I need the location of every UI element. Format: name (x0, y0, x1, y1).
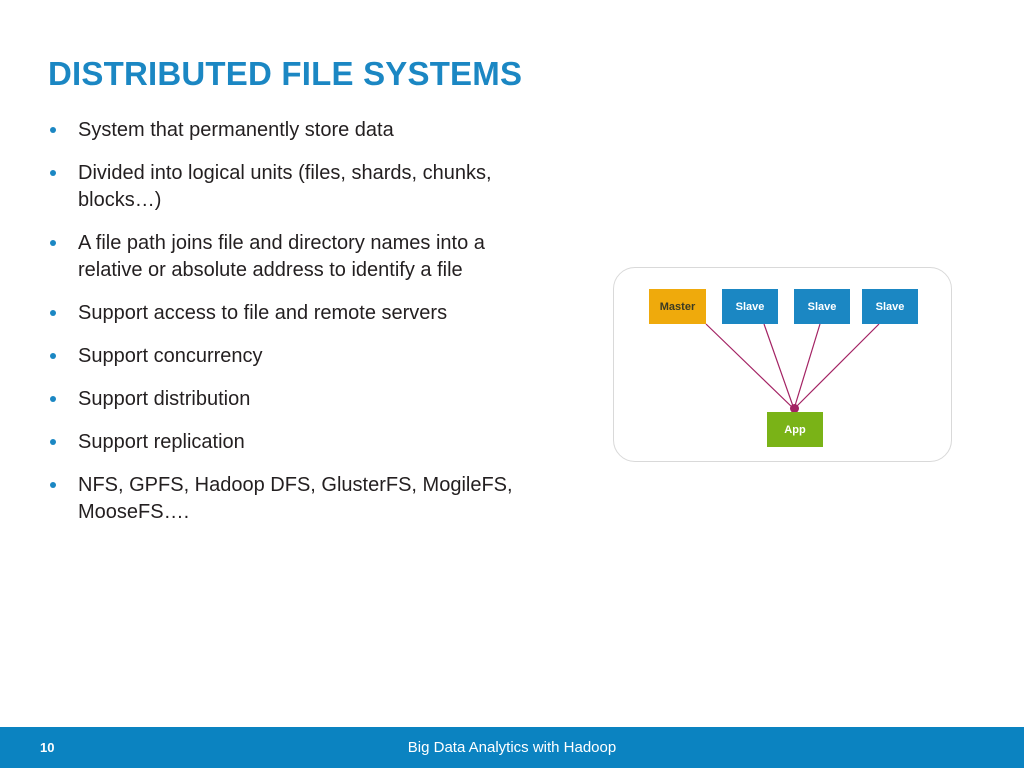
list-item-label: Divided into logical units (files, shard… (78, 162, 492, 211)
list-item-label: NFS, GPFS, Hadoop DFS, GlusterFS, Mogile… (78, 474, 513, 523)
node-app-label: App (784, 423, 806, 436)
list-item: NFS, GPFS, Hadoop DFS, GlusterFS, Mogile… (44, 472, 534, 526)
node-slave-2-label: Slave (807, 300, 837, 313)
node-slave-2[interactable]: Slave (794, 289, 850, 324)
connector-lines (705, 323, 880, 410)
bullet-dot-icon (50, 127, 56, 133)
list-item: Support access to file and remote server… (44, 300, 534, 327)
list-item-label: Support access to file and remote server… (78, 302, 448, 324)
list-item-label: A file path joins file and directory nam… (78, 232, 485, 281)
list-item: Divided into logical units (files, shard… (44, 160, 534, 214)
node-app[interactable]: App (767, 412, 823, 447)
list-item-label: System that permanently store data (78, 119, 394, 141)
bullet-dot-icon (50, 396, 56, 402)
node-slave-1[interactable]: Slave (722, 289, 778, 324)
list-item: Support replication (44, 429, 534, 456)
bullet-dot-icon (50, 240, 56, 246)
bullet-dot-icon (50, 310, 56, 316)
bullet-dot-icon (50, 482, 56, 488)
footer-page-number: 10 (40, 740, 55, 755)
node-master-label: Master (659, 300, 696, 313)
list-item-label: Support distribution (78, 388, 251, 410)
page-title: DISTRIBUTED FILE SYSTEMS (48, 55, 523, 93)
footer-bar (0, 727, 1024, 768)
architecture-diagram: Master Slave Slave Slave App (613, 267, 952, 462)
node-slave-3[interactable]: Slave (862, 289, 918, 324)
list-item: System that permanently store data (44, 117, 534, 144)
node-slave-1-label: Slave (735, 300, 765, 313)
list-item: Support concurrency (44, 343, 534, 370)
bullet-dot-icon (50, 439, 56, 445)
node-slave-3-label: Slave (875, 300, 905, 313)
bullet-dot-icon (50, 353, 56, 359)
footer-title: Big Data Analytics with Hadoop (407, 739, 617, 756)
list-item-label: Support concurrency (78, 345, 263, 367)
list-item: Support distribution (44, 386, 534, 413)
node-master[interactable]: Master (649, 289, 706, 324)
bullet-list: System that permanently store data Divid… (44, 117, 534, 542)
list-item-label: Support replication (78, 431, 245, 453)
connector-junction-dot-icon (790, 404, 799, 413)
list-item: A file path joins file and directory nam… (44, 230, 534, 284)
bullet-dot-icon (50, 170, 56, 176)
